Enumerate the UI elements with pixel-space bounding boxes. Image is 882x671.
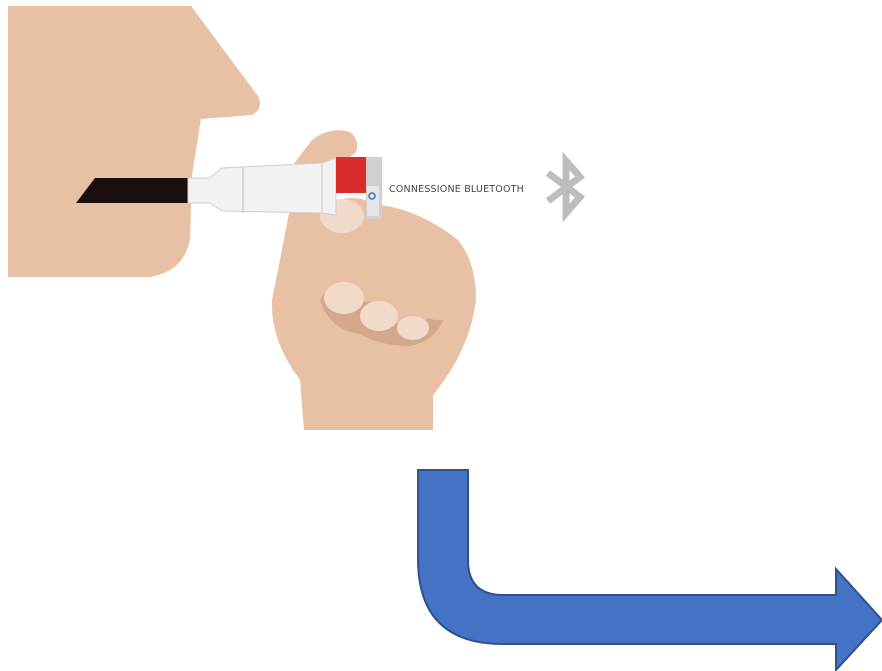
device-nozzle — [188, 158, 336, 215]
face-profile — [8, 6, 260, 277]
nail-ring — [360, 301, 398, 331]
face-silhouette — [8, 6, 260, 277]
bluetooth-icon — [548, 161, 580, 213]
arrow-right-icon — [418, 470, 882, 670]
nail-little — [397, 316, 429, 340]
nail-middle — [324, 282, 364, 314]
device-sensor-panel — [367, 186, 379, 216]
finger-little — [408, 260, 468, 320]
mouthpiece-tube — [76, 178, 196, 203]
connection-label: CONNESSIONE BLUETOOTH — [389, 184, 524, 195]
